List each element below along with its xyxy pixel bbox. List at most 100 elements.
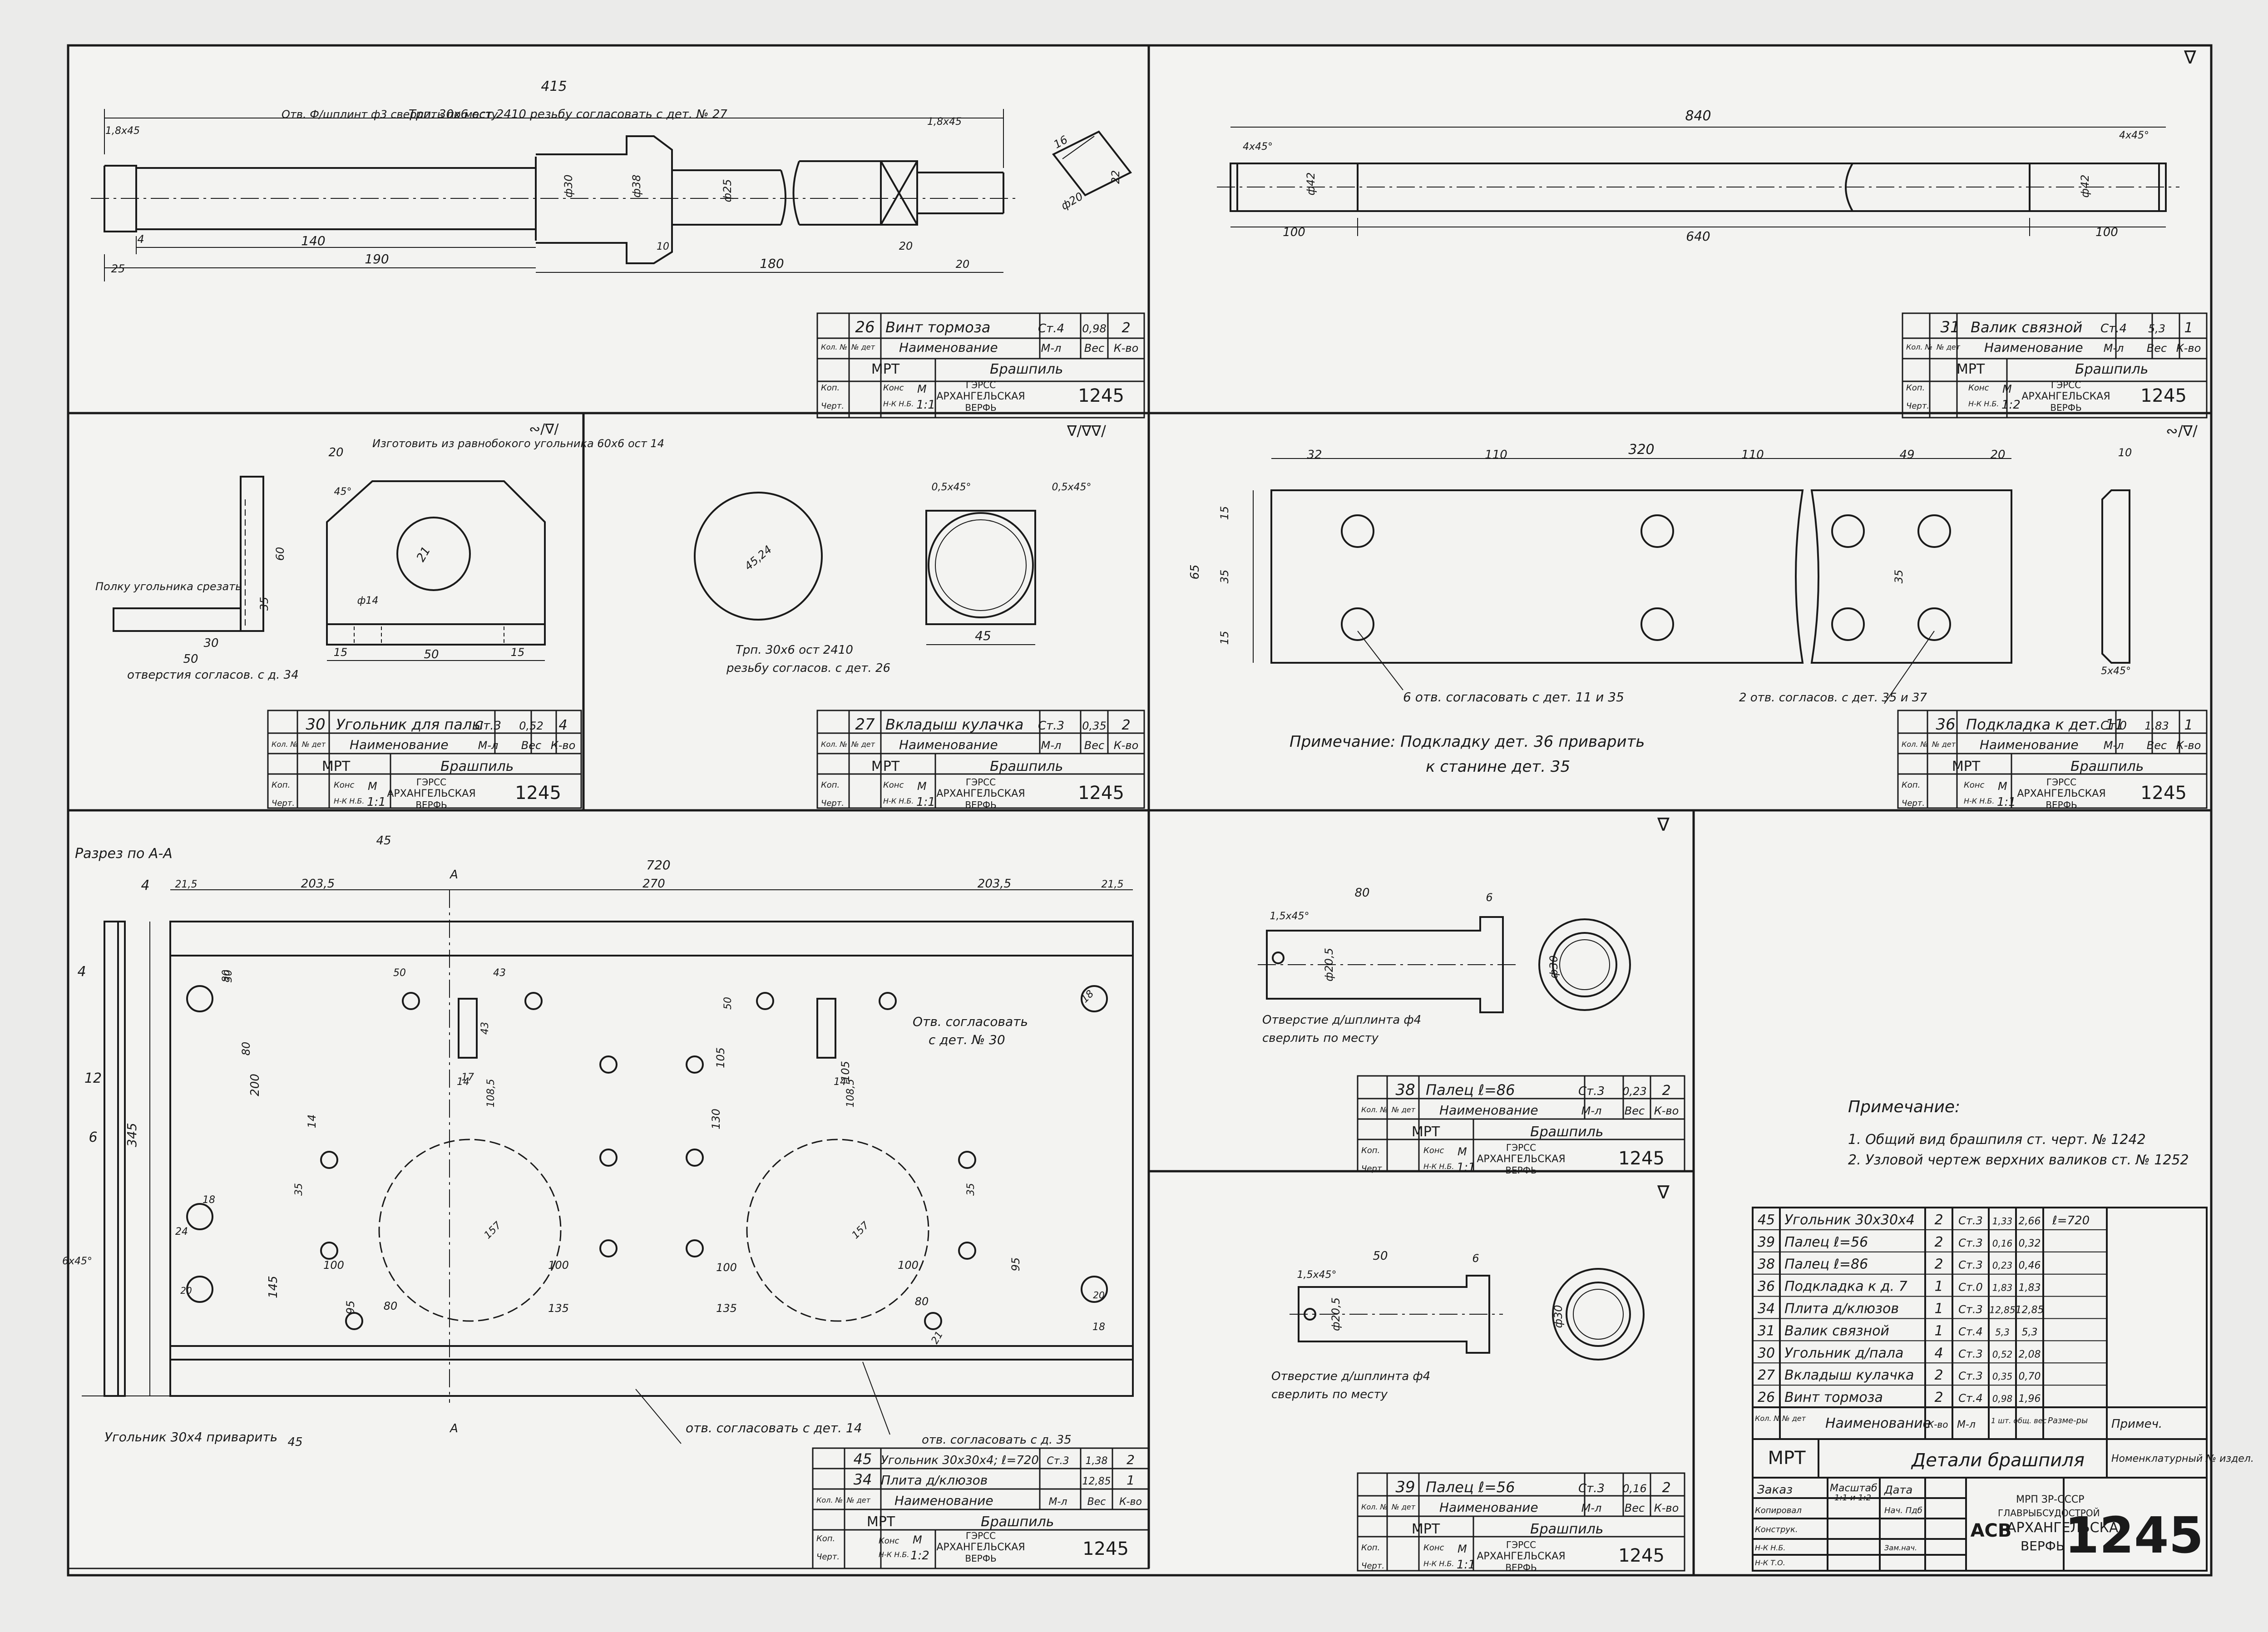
hdr-name: Наименование — [1439, 1103, 1538, 1118]
dimension-value: 80 — [221, 970, 232, 982]
text-bom-h_weight: 1 шт. общ. вес — [1991, 1416, 2047, 1425]
dimension-value: 30 — [203, 636, 218, 650]
dimension-value: 0,5х45° — [931, 482, 971, 493]
hdr-qty: К-во — [2176, 739, 2201, 752]
dimension-value: 45 — [287, 1435, 302, 1449]
dimension-value: 14 — [834, 1076, 846, 1088]
dimension-value: 35 — [965, 1183, 977, 1196]
dimension-value: 6х45° — [62, 1256, 92, 1267]
dimension-value: 100 — [323, 1259, 344, 1272]
text-parts-7-name2: Плита д/клюзов — [881, 1473, 988, 1488]
dimension-value: 6 — [1472, 1252, 1479, 1265]
dimension-value: 15 — [1218, 506, 1231, 520]
glavk: ГЛАВРЫБСУДОСТРОЙ — [1998, 1508, 2100, 1519]
bom-det: 34 — [1758, 1301, 1775, 1317]
row-cher: Черт. — [272, 799, 295, 808]
bom-w2: 0,46 — [2019, 1260, 2041, 1272]
text-common-h_weight: Вес — [1087, 1496, 1106, 1508]
dimension-value: 0,5х45° — [1052, 482, 1091, 493]
dimension-value: 6 — [89, 1129, 97, 1145]
bom-mat: Ст.0 — [1958, 1281, 1983, 1294]
assembly-label: Брашпиль — [2075, 361, 2148, 377]
text-parts-7-det: 45 — [854, 1450, 872, 1468]
bom-mat: Ст.4 — [1958, 1325, 1983, 1338]
bom-w1: 1,33 — [1992, 1216, 2013, 1227]
hdr-det: № дет — [301, 740, 326, 749]
text-bom-kop: Копировал — [1755, 1506, 1802, 1515]
dimension-value: 45 — [975, 628, 991, 643]
hdr-num: Кол. № — [1902, 740, 1928, 749]
org-line2: АРХАНГЕЛЬСКАЯ — [1477, 1154, 1565, 1165]
row-kop: Коп. — [272, 780, 290, 790]
part-scale: 1:1 — [1457, 1558, 1476, 1572]
p34-note-d: отв. согласовать с дет. 14 — [686, 1420, 862, 1435]
p39-note-b: сверлить по месту — [1271, 1388, 1388, 1401]
row-kons: Конс — [1964, 780, 1985, 790]
dimension-value: 43 — [493, 967, 506, 979]
text-bom-nk: Н-К Н.Б. — [1755, 1543, 1785, 1552]
dimension-value: 5х45° — [2101, 666, 2131, 677]
part-weight: 0,23 — [1622, 1085, 1646, 1098]
bom-qty: 2 — [1934, 1390, 1943, 1405]
roughness-39: ∇ — [1657, 1182, 1670, 1203]
part-26-drawing — [91, 109, 1132, 281]
dimension-value: 15 — [1218, 631, 1231, 645]
org-line3: ВЕРФЬ — [2046, 799, 2077, 810]
dimension-value: 50 — [424, 648, 439, 661]
row-nk: Н-К Н.Б. — [883, 399, 914, 408]
p36-note-1: Примечание: Подкладку дет. 36 приварить — [1290, 733, 1645, 751]
bom-w1: 12,85 — [1989, 1305, 2015, 1316]
part-material: Ст.3 — [1578, 1482, 1605, 1495]
titleblock-frame-30 — [267, 710, 582, 809]
dimension-value: ф42 — [2079, 174, 2091, 197]
hdr-det: № дет — [851, 740, 875, 749]
part-material: Ст.3 — [475, 719, 501, 733]
part-31-drawing — [1217, 127, 2179, 236]
dimension-value: 415 — [541, 79, 567, 94]
hdr-qty: К-во — [2176, 342, 2201, 355]
bom-qty: 2 — [1934, 1234, 1943, 1250]
row-kop: Коп. — [821, 383, 840, 393]
bom-mat: Ст.3 — [1958, 1370, 1983, 1382]
text-common-h_name: Наименование — [894, 1493, 993, 1508]
scale-m-label: М — [2002, 383, 2012, 395]
text-bom-h_mat: М-л — [1957, 1419, 1976, 1430]
row-kop: Коп. — [821, 780, 840, 790]
dimension-value: 17 — [461, 1072, 474, 1083]
text-common-org_line2: АРХАНГЕЛЬСКАЯ — [936, 1542, 1025, 1553]
p34-note-f: Угольник 30х4 приварить — [104, 1430, 277, 1445]
text-parts-7-scale: 1:2 — [910, 1549, 929, 1563]
text-bom-h_qty: К-во — [1927, 1419, 1948, 1430]
hdr-qty: К-во — [1114, 739, 1139, 752]
dimension-value: 110 — [1741, 448, 1764, 462]
bom-designer: МРТ — [1768, 1448, 1806, 1469]
dimension-value: ф30 — [1552, 1305, 1565, 1328]
dimension-value: 60 — [274, 547, 287, 561]
bom-note: ℓ=720 — [2052, 1214, 2090, 1228]
bom-w2: 0,70 — [2019, 1371, 2041, 1382]
assembly-label: Брашпиль — [440, 759, 514, 774]
text-bom-h_dims: Разме-ры — [2048, 1416, 2088, 1425]
org-line3: ВЕРФЬ — [1505, 1165, 1537, 1176]
hdr-name: Наименование — [899, 737, 998, 752]
part-det-number: 26 — [855, 318, 875, 336]
dimension-value: ф20,5 — [1329, 1297, 1342, 1331]
bom-det: 26 — [1758, 1390, 1775, 1405]
roughness-27: ∇/∇∇/ — [1067, 422, 1106, 439]
titleblock-frame-31 — [1902, 312, 2208, 419]
dimension-value: 21,5 — [175, 879, 198, 890]
text-common-r_kop: Коп. — [816, 1534, 835, 1543]
dimension-value: 20 — [328, 446, 343, 459]
dimension-value: A — [449, 1422, 458, 1435]
part-qty: 2 — [1662, 1083, 1670, 1099]
dimension-value: 100 — [898, 1259, 919, 1272]
text-common-assembly: Брашпиль — [981, 1514, 1054, 1530]
text-parts-7-det2: 34 — [854, 1471, 872, 1488]
row-cher: Черт. — [821, 401, 844, 411]
dimension-value: 65 — [1188, 564, 1202, 579]
p34-section-label: Разрез по А-А — [75, 846, 173, 862]
bom-w2: 5,3 — [2022, 1326, 2038, 1338]
bom-det: 39 — [1758, 1234, 1775, 1250]
dimension-value: ф38 — [630, 174, 643, 197]
